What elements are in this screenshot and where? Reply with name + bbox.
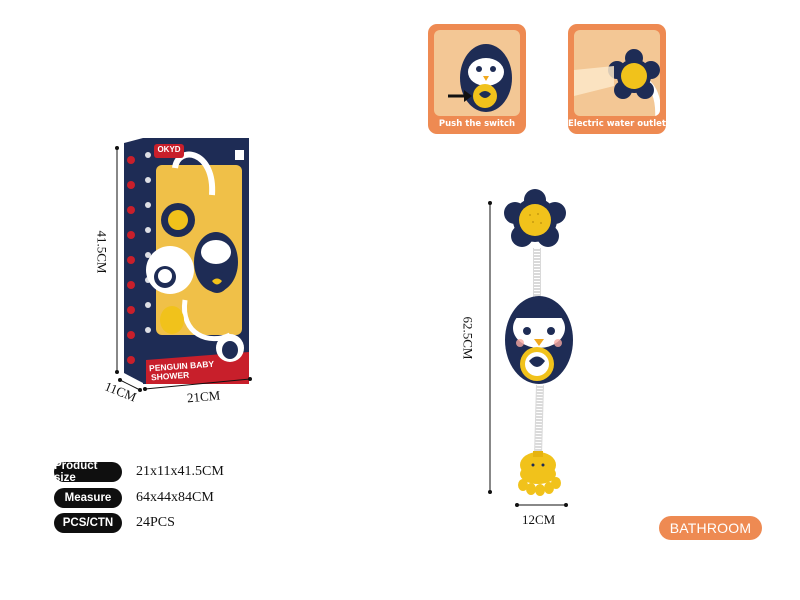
spec-label: Product size xyxy=(54,460,122,484)
spec-label: PCS/CTN xyxy=(54,513,122,533)
penguin-switch-icon xyxy=(448,44,512,112)
product-width-label: 12CM xyxy=(522,512,556,527)
feature-caption: Push the switch xyxy=(438,119,516,129)
product-height-label: 62.5CM xyxy=(460,316,476,360)
spec-row-measure: Measure 64x44x84CM xyxy=(54,488,214,508)
spec-label: Measure xyxy=(54,488,122,508)
feature-card-push-switch: Push the switch xyxy=(428,24,526,134)
category-badge: BATHROOM xyxy=(659,516,762,540)
box-height-label: 41.5CM xyxy=(94,230,110,274)
spec-value: 64x44x84CM xyxy=(136,490,214,505)
spec-value: 24PCS xyxy=(136,515,175,530)
feature-caption: Electric water outlet xyxy=(568,119,666,129)
spec-value: 21x11x41.5CM xyxy=(136,464,224,479)
feature-card-water-outlet: Electric water outlet xyxy=(568,24,666,134)
box-width-label: 21CM xyxy=(186,387,221,406)
package-brand-logo: OKYD xyxy=(157,145,181,154)
spec-row-pcs-ctn: PCS/CTN 24PCS xyxy=(54,513,175,533)
spec-row-product-size: Product size 21x11x41.5CM xyxy=(54,460,224,484)
